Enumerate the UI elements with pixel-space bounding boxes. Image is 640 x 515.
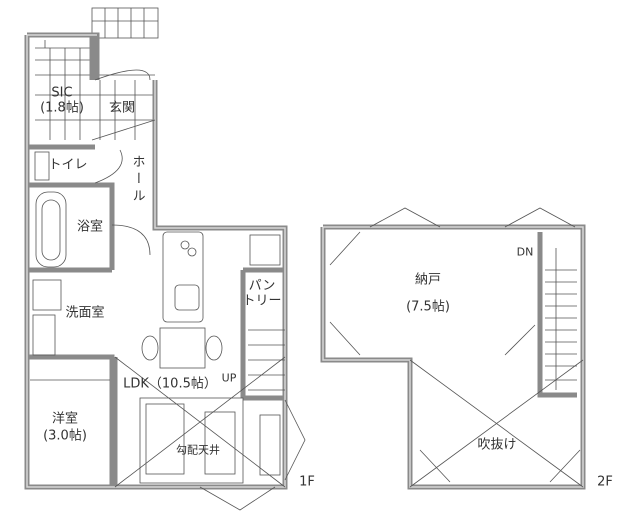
floor2-label: 2F bbox=[597, 474, 613, 490]
room-label-pantry-line1: パン bbox=[248, 278, 276, 294]
stairs-up-label: UP bbox=[221, 371, 237, 385]
room-label-sic: SIC bbox=[51, 85, 73, 101]
room-label-hall: ホール bbox=[129, 154, 145, 206]
room-label-toilet: トイレ bbox=[48, 157, 88, 173]
room-size-storage: (7.5帖) bbox=[406, 299, 450, 315]
sloped-ceiling-label: 勾配天井 bbox=[176, 443, 220, 457]
room-size-sic: (1.8帖) bbox=[40, 100, 84, 116]
room-label-ldk: LDK（10.5帖） bbox=[123, 376, 217, 392]
room-size-western: (3.0帖) bbox=[43, 428, 87, 444]
room-label-pantry-line2: トリー bbox=[242, 293, 282, 309]
porch-tiles bbox=[35, 7, 159, 140]
floor1-label: 1F bbox=[299, 474, 315, 490]
stairs-down-label: DN bbox=[516, 245, 534, 259]
floor1-fixtures bbox=[30, 151, 306, 511]
room-label-western: 洋室 bbox=[51, 411, 79, 427]
room-label-entrance: 玄関 bbox=[108, 100, 136, 116]
floor2-walls bbox=[320, 207, 586, 490]
room-label-washroom: 洗面室 bbox=[65, 305, 105, 321]
room-label-void: 吹抜け bbox=[477, 437, 517, 453]
room-label-bath: 浴室 bbox=[76, 219, 104, 235]
room-label-storage: 納戸 bbox=[414, 272, 442, 288]
